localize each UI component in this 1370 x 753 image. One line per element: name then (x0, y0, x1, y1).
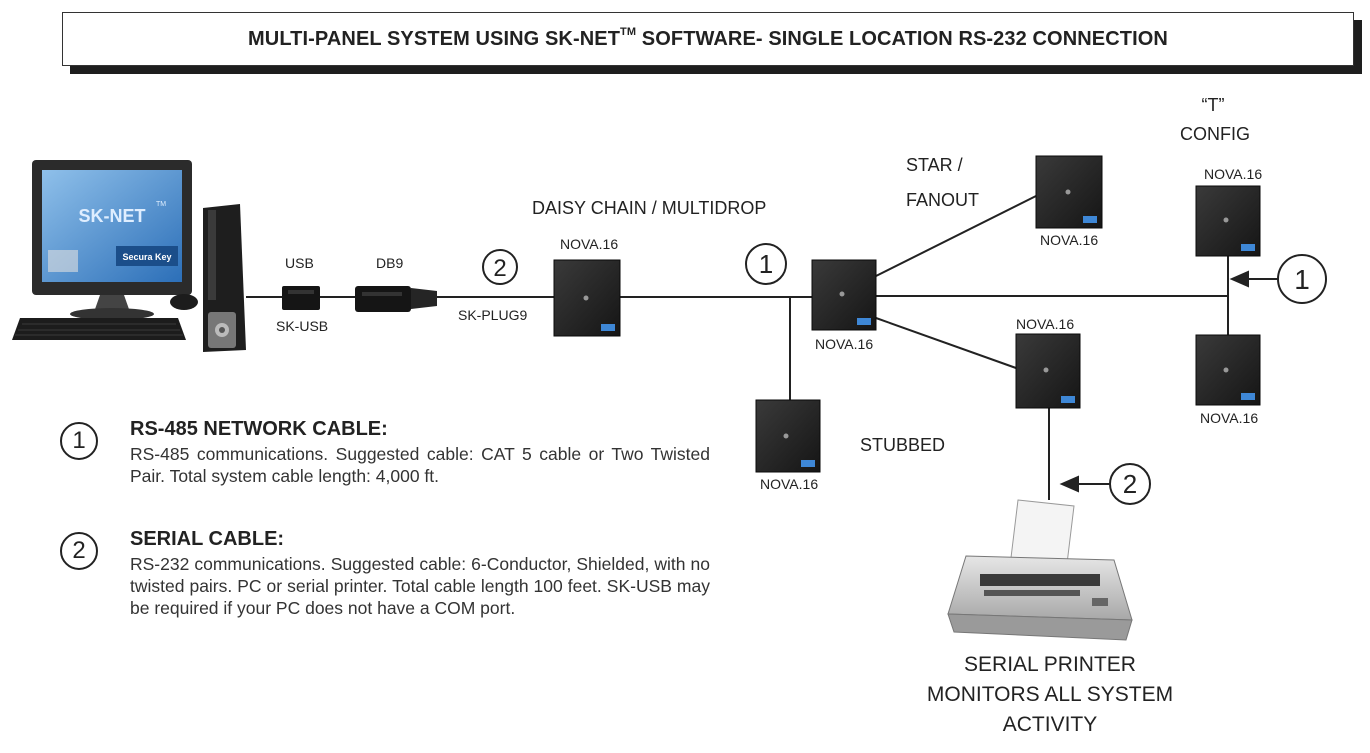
svg-text:TM: TM (156, 201, 166, 208)
star-cable-lower (875, 317, 1017, 369)
svg-text:2: 2 (493, 255, 506, 282)
daisy-chain-label: DAISY CHAIN / MULTIDROP (532, 198, 767, 218)
panel-7-label: NOVA.16 (1200, 410, 1259, 426)
legend-serial-body: RS-232 communications. Suggested cable: … (130, 554, 710, 618)
title-box: MULTI-PANEL SYSTEM USING SK-NETTM SOFTWA… (62, 12, 1354, 66)
marker-2-serial: 2 (482, 249, 518, 285)
svg-text:1: 1 (1294, 264, 1310, 295)
panel-5-icon (1015, 333, 1081, 409)
panel-4-icon (1035, 155, 1103, 229)
legend-rs485-heading: RS-485 NETWORK CABLE: (130, 418, 388, 440)
marker-1-t-config: 1 (1277, 254, 1327, 304)
page-title: MULTI-PANEL SYSTEM USING SK-NETTM SOFTWA… (248, 25, 1168, 50)
printer-caption: SERIAL PRINTER MONITORS ALL SYSTEM ACTIV… (900, 650, 1200, 740)
panel-2-icon (811, 259, 877, 331)
monitor-icon: SK-NET TM Secura Key (32, 160, 192, 320)
star-cable-upper (875, 195, 1037, 277)
marker-2-printer: 2 (1109, 463, 1151, 505)
panel-6-icon (1195, 185, 1261, 257)
panel-1-label: NOVA.16 (560, 236, 619, 252)
sk-usb-adapter-icon (282, 286, 320, 310)
panel-2-label: NOVA.16 (815, 336, 874, 352)
panel-5-label: NOVA.16 (1016, 316, 1075, 332)
sk-usb-label: SK-USB (276, 318, 329, 334)
legend-serial-heading: SERIAL CABLE: (130, 528, 285, 550)
brand-logo: Secura Key (122, 252, 171, 262)
t-config-label-line1: “T” (1201, 95, 1225, 115)
star-label-line2: FANOUT (906, 190, 980, 210)
pc-tower-icon (203, 204, 246, 352)
stubbed-label: STUBBED (860, 435, 946, 455)
svg-text:1: 1 (759, 249, 773, 279)
panel-3-label: NOVA.16 (760, 476, 819, 492)
legend-rs485: 1 RS-485 NETWORK CABLE: RS-485 communica… (60, 418, 720, 498)
db9-connector-icon (355, 286, 437, 312)
t-config-label-line2: CONFIG (1180, 124, 1250, 144)
panel-7-icon (1195, 334, 1261, 406)
svg-text:2: 2 (1123, 469, 1137, 499)
cables (246, 195, 1229, 500)
legend-serial-number: 2 (60, 532, 98, 570)
sk-plug9-label: SK-PLUG9 (458, 307, 528, 323)
legend-rs485-number: 1 (60, 422, 98, 460)
panel-1-icon (553, 259, 621, 337)
printer-caption-line1: SERIAL PRINTER (964, 653, 1136, 676)
serial-printer-icon (947, 499, 1133, 641)
mouse-icon (170, 294, 198, 310)
arrows (1059, 270, 1278, 493)
legend-rs485-body: RS-485 communications. Suggested cable: … (130, 444, 710, 486)
star-label-line1: STAR / (906, 155, 963, 175)
keyboard-icon (12, 318, 186, 340)
printer-caption-line2: MONITORS ALL SYSTEM (926, 683, 1174, 706)
panel-6-label: NOVA.16 (1204, 166, 1263, 182)
monitor-logo: SK-NET (79, 206, 146, 226)
panel-3-icon (755, 399, 821, 473)
usb-label: USB (285, 255, 314, 271)
marker-1-daisy-chain: 1 (745, 243, 787, 285)
printer-caption-line3: ACTIVITY (1002, 713, 1098, 736)
legend-serial: 2 SERIAL CABLE: RS-232 communications. S… (60, 528, 720, 648)
panel-4-label: NOVA.16 (1040, 232, 1099, 248)
db9-label: DB9 (376, 255, 404, 271)
